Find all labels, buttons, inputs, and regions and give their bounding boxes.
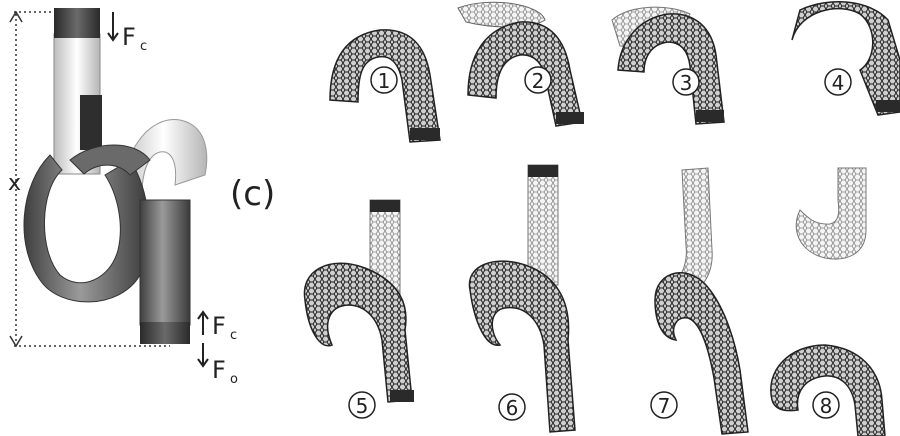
snapshot-2: 2 (458, 2, 584, 126)
snapshot-number: 7 (658, 394, 671, 418)
gray-tube-vertical (140, 200, 190, 325)
schematic: x F c F c F o (8, 8, 238, 387)
snapshot-1: 1 (330, 30, 440, 142)
snapshot-7: 7 (651, 168, 748, 434)
svg-text:c: c (140, 39, 147, 54)
svg-text:o: o (230, 372, 238, 387)
panel-label: (c) (230, 174, 275, 214)
svg-text:F: F (212, 356, 226, 384)
gray-tube-loop (24, 155, 149, 302)
snapshot-6: 6 (469, 165, 575, 432)
snapshot-number: 2 (532, 69, 545, 93)
svg-text:c: c (230, 328, 237, 343)
snapshot-number: 8 (820, 394, 833, 418)
svg-text:F: F (212, 312, 226, 340)
bottom-cap (140, 322, 190, 344)
snapshot-number: 1 (378, 69, 391, 93)
snapshot-number: 6 (506, 396, 519, 420)
svg-text:F: F (122, 23, 136, 51)
dimension-label: x (8, 171, 21, 196)
snapshot-3: 3 (612, 7, 724, 124)
snapshot-4: 4 (792, 2, 900, 115)
top-cap (54, 8, 100, 38)
force-bottom-c: F c (198, 312, 237, 343)
force-bottom-o: F o (198, 343, 238, 387)
force-top: F c (108, 12, 147, 54)
snapshot-number: 5 (356, 394, 369, 418)
snapshot-number: 4 (832, 71, 845, 95)
snapshot-number: 3 (680, 71, 693, 95)
snapshot-5: 5 (304, 200, 414, 418)
snapshot-8: 8 (771, 168, 885, 436)
